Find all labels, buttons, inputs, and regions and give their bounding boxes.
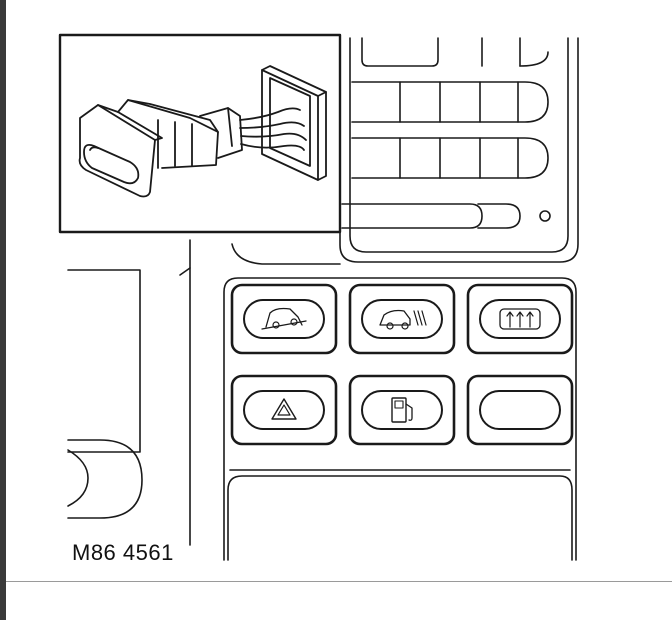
switch-face-1-1: [243, 299, 325, 339]
vent-grille-assembly: [231, 37, 579, 265]
switch-button-2-2[interactable]: [348, 374, 456, 446]
switch-face-2-3: [479, 390, 561, 430]
fuel-pump-icon: [391, 397, 413, 423]
switch-face-2-2: [361, 390, 443, 430]
switch-button-1-2[interactable]: [348, 283, 456, 355]
page-edge-bar: [0, 0, 6, 620]
hazard-warning-icon: [271, 398, 297, 420]
footer-rule: [6, 581, 672, 582]
switch-face-1-2: [361, 299, 443, 339]
switch-button-1-3[interactable]: [466, 283, 574, 355]
switch-button-2-1[interactable]: [230, 374, 338, 446]
left-panel: [67, 269, 143, 519]
figure-reference-label: M86 4561: [72, 540, 174, 565]
vehicle-descent-icon: [261, 307, 307, 330]
switch-face-2-1: [243, 390, 325, 430]
vehicle-lamp-icon: [379, 309, 427, 330]
removed-switch-illustration: [78, 65, 327, 198]
inset-detail: [58, 33, 342, 234]
switch-grid: [230, 283, 574, 446]
switch-panel-casing: [179, 267, 577, 561]
rear-screen-heater-icon: [499, 308, 541, 330]
switch-button-1-1[interactable]: [230, 283, 338, 355]
switch-button-2-3[interactable]: [466, 374, 574, 446]
